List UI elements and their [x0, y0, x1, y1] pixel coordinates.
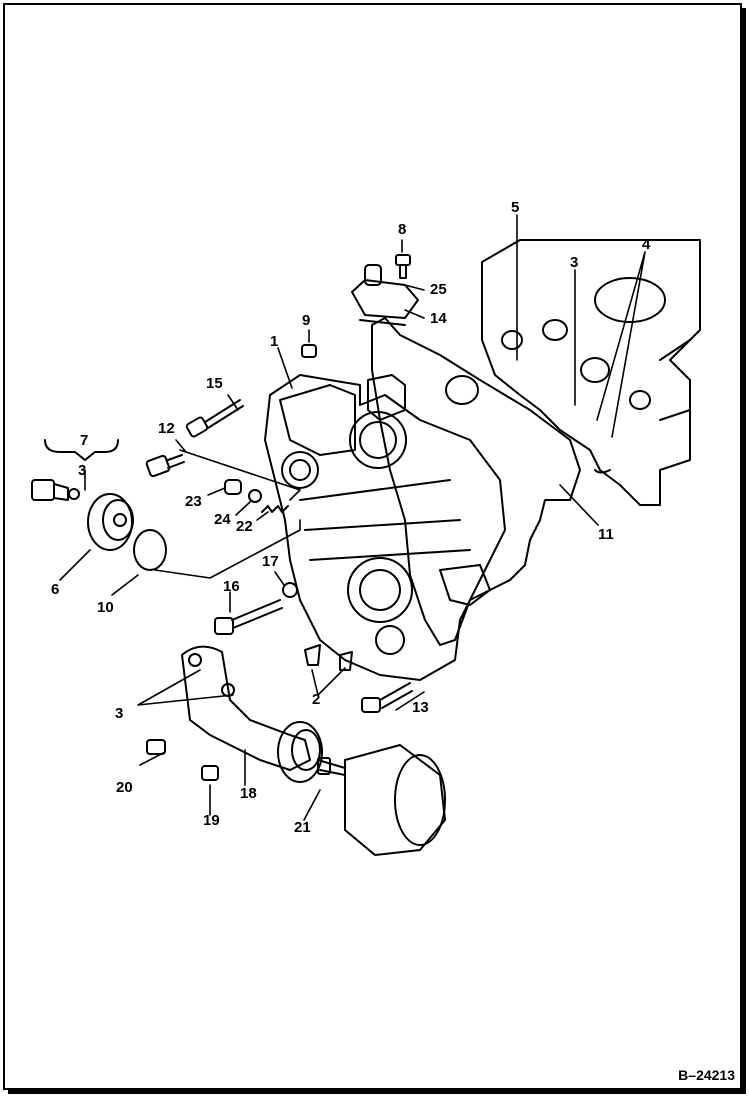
callout-23: 23: [185, 493, 202, 510]
top-plate: [351, 264, 419, 326]
callout-3-top: 3: [570, 254, 579, 271]
bolt-13: [361, 682, 413, 713]
callout-19: 19: [203, 812, 220, 829]
callout-22: 22: [236, 518, 253, 535]
callout-17: 17: [262, 553, 279, 570]
plug-6: [87, 493, 134, 551]
pin-9: [301, 344, 317, 358]
callout-3-left: 3: [78, 462, 87, 479]
callout-15: 15: [206, 375, 223, 392]
fitting-21: [317, 757, 346, 776]
bolt-8: [395, 254, 411, 279]
bolt-16: [214, 599, 283, 635]
callout-24: 24: [214, 511, 231, 528]
spring-22: [261, 505, 289, 513]
callout-2: 2: [312, 691, 321, 708]
filter-bracket-18: [181, 645, 323, 783]
callout-7: 7: [80, 432, 89, 449]
callout-18: 18: [240, 785, 257, 802]
callout-21: 21: [294, 819, 311, 836]
front-cover: [264, 374, 506, 681]
callout-14: 14: [430, 310, 447, 327]
callout-11: 11: [598, 526, 614, 543]
callout-1: 1: [270, 333, 279, 350]
nozzle-2b: [339, 651, 353, 671]
callout-8: 8: [398, 221, 407, 238]
callout-16: 16: [223, 578, 240, 595]
callout-9: 9: [302, 312, 311, 329]
o-ring-10: [133, 529, 167, 571]
frame-shadow-right: [742, 8, 746, 1094]
bolt-12: [145, 454, 185, 478]
plug-20: [146, 739, 166, 755]
washer-17: [282, 582, 298, 598]
callout-25: 25: [430, 281, 447, 298]
nozzle-2a: [304, 644, 321, 666]
oil-filter: [344, 744, 446, 856]
diagram-frame: [3, 3, 742, 1090]
callout-12: 12: [158, 420, 175, 437]
leader-lines: [59, 214, 646, 821]
callout-3-bottom: 3: [115, 705, 124, 722]
callout-5: 5: [511, 199, 520, 216]
callout-4: 4: [642, 236, 651, 253]
callout-13: 13: [412, 699, 429, 716]
washer-24: [248, 489, 262, 503]
callout-20: 20: [116, 779, 133, 796]
callout-6: 6: [51, 581, 60, 598]
bolt-7-assembly: [31, 439, 119, 501]
engine-block: [481, 239, 701, 506]
gasket-11: [371, 317, 581, 646]
plug-23: [224, 479, 242, 495]
plug-19: [201, 765, 219, 781]
callout-10: 10: [97, 599, 114, 616]
figure-reference: B–24213: [678, 1067, 735, 1083]
frame-shadow-bottom: [8, 1090, 746, 1094]
